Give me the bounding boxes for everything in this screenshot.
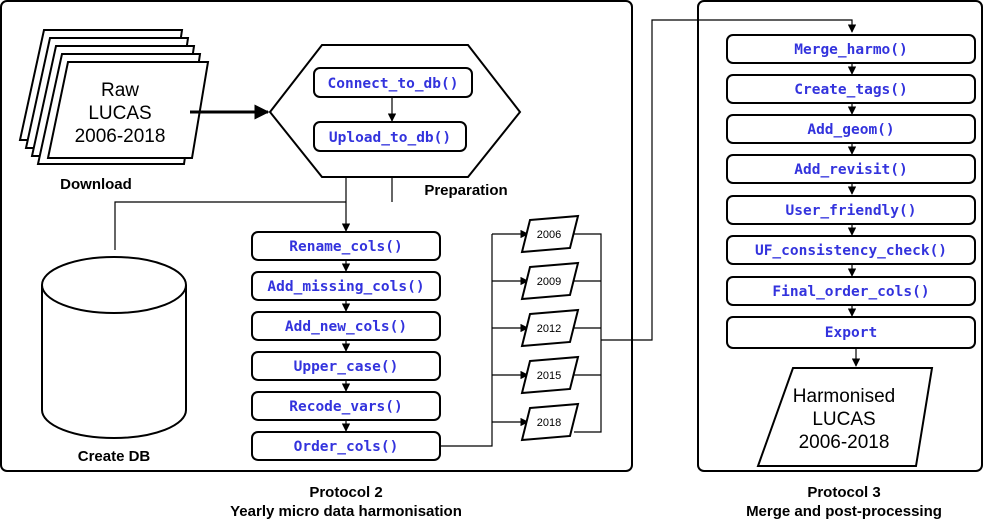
yearly-files: 2006 2009 2012 2015 2018 bbox=[520, 214, 580, 442]
user-friendly-box bbox=[726, 195, 976, 225]
add-geom-label: Add_geom() bbox=[807, 122, 894, 138]
raw-lucas-line-1: Raw bbox=[101, 80, 139, 101]
rename-cols-label: Rename_cols() bbox=[289, 239, 403, 255]
protocol2-title: Protocol 2 bbox=[309, 484, 382, 501]
db-connector bbox=[114, 201, 346, 250]
year-file-2009 bbox=[520, 261, 580, 301]
harmonised-lucas-document bbox=[756, 367, 934, 467]
year-file-2015 bbox=[520, 355, 580, 395]
create-tags-label: Create_tags() bbox=[794, 82, 908, 98]
protocol3-subtitle: Merge and post-processing bbox=[746, 503, 942, 520]
protocol3-steps: Merge_harmo() Create_tags() Add_geom() A… bbox=[726, 34, 976, 349]
create-tags-box bbox=[726, 74, 976, 104]
year-file-2018 bbox=[520, 402, 580, 442]
database-cylinder bbox=[41, 256, 187, 439]
output-line-2: LUCAS bbox=[812, 409, 875, 430]
preparation-hexagon bbox=[268, 44, 522, 178]
connect-to-db-label: Connect_to_db() bbox=[328, 76, 459, 92]
year-label-2012: 2012 bbox=[537, 323, 561, 335]
upload-to-db-label: Upload_to_db() bbox=[329, 130, 451, 146]
year-label-2015: 2015 bbox=[537, 370, 561, 382]
year-label-2006: 2006 bbox=[537, 229, 561, 241]
merge-harmo-label: Merge_harmo() bbox=[794, 42, 908, 58]
user-friendly-label: User_friendly() bbox=[786, 203, 917, 219]
create-db-caption: Create DB bbox=[78, 448, 151, 465]
add-geom-box bbox=[726, 114, 976, 144]
add-new-cols-label: Add_new_cols() bbox=[285, 319, 407, 335]
upper-case-label: Upper_case() bbox=[294, 359, 399, 375]
recode-vars-label: Recode_vars() bbox=[289, 399, 403, 415]
raw-lucas-line-2: LUCAS bbox=[88, 103, 151, 124]
protocol2-frame bbox=[0, 0, 633, 472]
upload-to-db-box bbox=[313, 121, 467, 152]
export-box bbox=[726, 316, 976, 349]
year-label-2018: 2018 bbox=[537, 417, 561, 429]
download-caption: Download bbox=[60, 176, 132, 193]
year-file-2012 bbox=[520, 308, 580, 348]
final-order-cols-label: Final_order_cols() bbox=[772, 284, 929, 300]
years-gather-right bbox=[574, 233, 602, 433]
add-missing-cols-label: Add_missing_cols() bbox=[267, 279, 424, 295]
protocol3-title: Protocol 3 bbox=[807, 484, 880, 501]
protocol2-steps: Rename_cols() Add_missing_cols() Add_new… bbox=[251, 231, 441, 461]
output-line-1: Harmonised bbox=[793, 386, 895, 407]
add-revisit-label: Add_revisit() bbox=[794, 162, 908, 178]
preparation-caption: Preparation bbox=[424, 182, 507, 199]
protocol3-frame bbox=[697, 0, 983, 472]
final-order-cols-box bbox=[726, 276, 976, 306]
add-revisit-box bbox=[726, 154, 976, 184]
year-file-2006 bbox=[520, 214, 580, 254]
output-line-3: 2006-2018 bbox=[799, 432, 890, 453]
to-protocol3-connector bbox=[601, 19, 857, 341]
protocol2-subtitle: Yearly micro data harmonisation bbox=[230, 503, 462, 520]
year-label-2009: 2009 bbox=[537, 276, 561, 288]
order-cols-label: Order_cols() bbox=[294, 439, 399, 455]
export-label: Export bbox=[825, 325, 877, 341]
raw-lucas-line-3: 2006-2018 bbox=[75, 126, 166, 147]
uf-consistency-check-box bbox=[726, 235, 976, 265]
raw-lucas-stack bbox=[18, 29, 210, 165]
uf-consistency-check-label: UF_consistency_check() bbox=[755, 243, 947, 259]
connect-to-db-box bbox=[313, 67, 473, 98]
order-to-years-connector bbox=[440, 234, 493, 447]
merge-harmo-box bbox=[726, 34, 976, 64]
